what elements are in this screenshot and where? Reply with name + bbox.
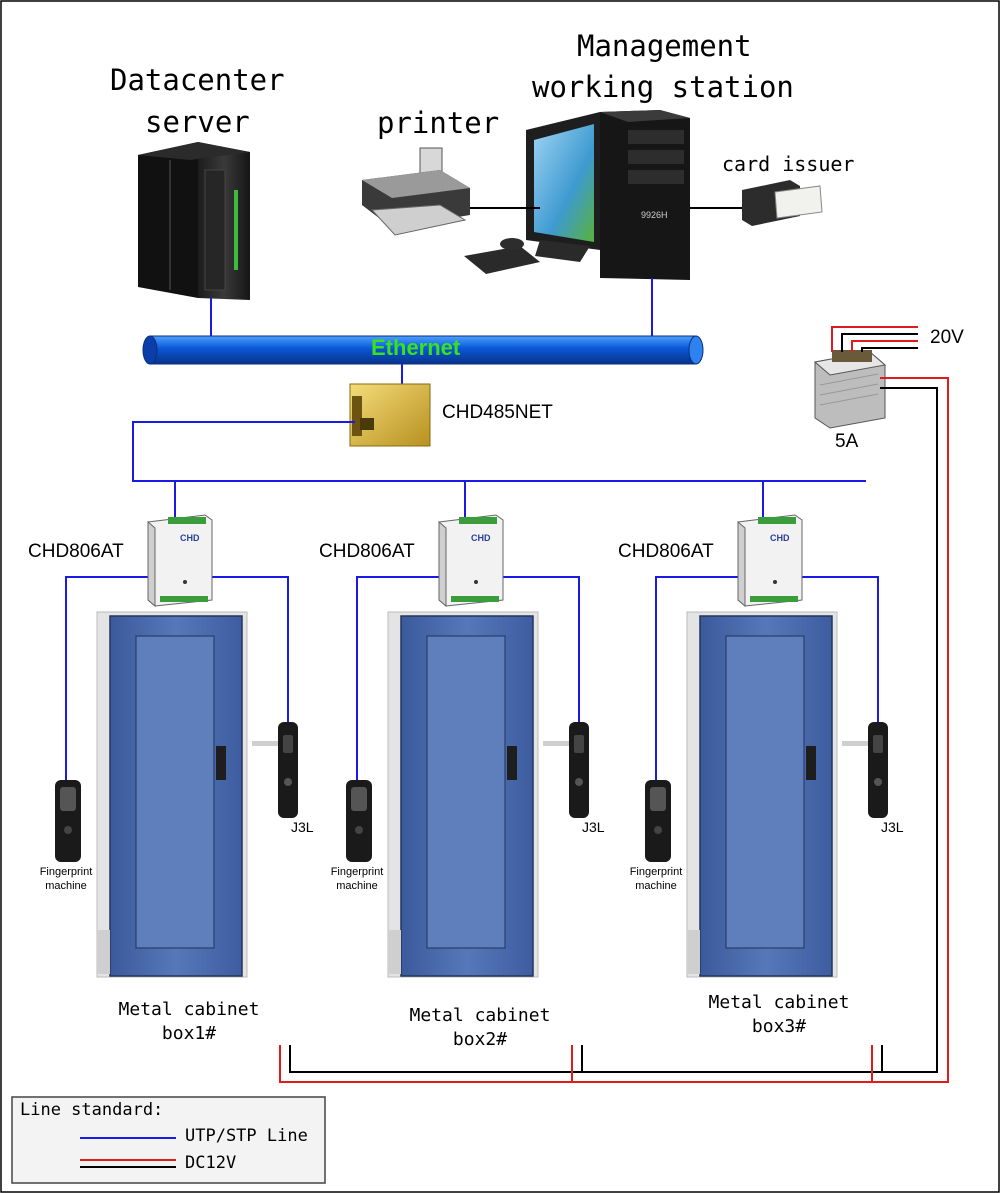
printer-label: printer xyxy=(377,106,500,140)
reader-label-line1: Fingerprint xyxy=(330,866,384,878)
metal-cabinet-icon xyxy=(96,611,248,978)
j3l-lock-icon xyxy=(252,722,298,818)
ethernet-label: Ethernet xyxy=(371,335,461,360)
server-label-line2: server xyxy=(145,105,250,139)
metal-cabinet-icon xyxy=(686,611,838,978)
ethernet-bus xyxy=(142,335,704,365)
workstation-brand: 9926H xyxy=(641,210,668,220)
controller-brand: CHD xyxy=(770,533,790,543)
converter-device-icon xyxy=(349,383,431,447)
power-supply-icon xyxy=(813,350,887,429)
fingerprint-reader-icon xyxy=(645,780,671,862)
station-label-line2: working station xyxy=(532,70,794,104)
controller-label: CHD806AT xyxy=(618,541,714,562)
power-voltage-label: 20V xyxy=(930,327,964,348)
lock-label: J3L xyxy=(881,819,904,835)
reader-label-line2: machine xyxy=(336,880,378,892)
cabinet-box-label: box2# xyxy=(452,1029,508,1050)
j3l-lock-icon xyxy=(842,722,888,818)
workstation-icon: 9926H xyxy=(464,110,690,280)
card-issuer-icon xyxy=(742,180,823,226)
legend xyxy=(11,1096,326,1184)
lock-label: J3L xyxy=(291,819,314,835)
controller-icon: CHD xyxy=(438,514,504,608)
reader-label-line2: machine xyxy=(635,880,677,892)
converter-label: CHD485NET xyxy=(442,402,553,423)
cabinet-unit-2: CHD xyxy=(346,514,589,978)
datacenter-server-icon xyxy=(138,142,250,300)
cabinet-unit-3: CHD xyxy=(645,514,888,978)
fingerprint-reader-icon xyxy=(55,780,81,862)
controller-icon: CHD xyxy=(737,514,803,608)
controller-brand: CHD xyxy=(180,533,200,543)
fingerprint-reader-icon xyxy=(346,780,372,862)
rs485-bus xyxy=(132,421,866,482)
reader-label-line1: Fingerprint xyxy=(39,866,93,878)
card-issuer-label: card issuer xyxy=(722,152,855,176)
legend-dc-label: DC12V xyxy=(185,1153,237,1173)
dc12v-negative-line xyxy=(289,387,938,1073)
legend-utp-label: UTP/STP Line xyxy=(185,1126,308,1146)
reader-label-line2: machine xyxy=(45,880,87,892)
controller-label: CHD806AT xyxy=(28,541,124,562)
reader-label-line1: Fingerprint xyxy=(629,866,683,878)
cabinet-name-label: Metal cabinet xyxy=(409,1005,551,1026)
cabinet-unit-1: CHD xyxy=(55,514,298,978)
dc12v-positive-line xyxy=(279,377,949,1083)
j3l-lock-icon xyxy=(543,722,589,818)
station-label-line1: Management xyxy=(577,29,752,63)
legend-title: Line standard: xyxy=(20,1100,164,1120)
metal-cabinet-icon xyxy=(387,611,539,978)
controller-icon: CHD xyxy=(147,514,213,608)
power-current-label: 5A xyxy=(835,431,859,452)
lock-label: J3L xyxy=(582,819,605,835)
controller-brand: CHD xyxy=(471,533,491,543)
printer-icon xyxy=(362,147,470,236)
cabinet-box-label: box1# xyxy=(161,1023,217,1044)
controller-label: CHD806AT xyxy=(319,541,415,562)
cabinet-box-label: box3# xyxy=(751,1016,807,1037)
cabinet-name-label: Metal cabinet xyxy=(708,992,850,1013)
server-label-line1: Datacenter xyxy=(110,63,285,97)
cabinet-name-label: Metal cabinet xyxy=(118,999,260,1020)
